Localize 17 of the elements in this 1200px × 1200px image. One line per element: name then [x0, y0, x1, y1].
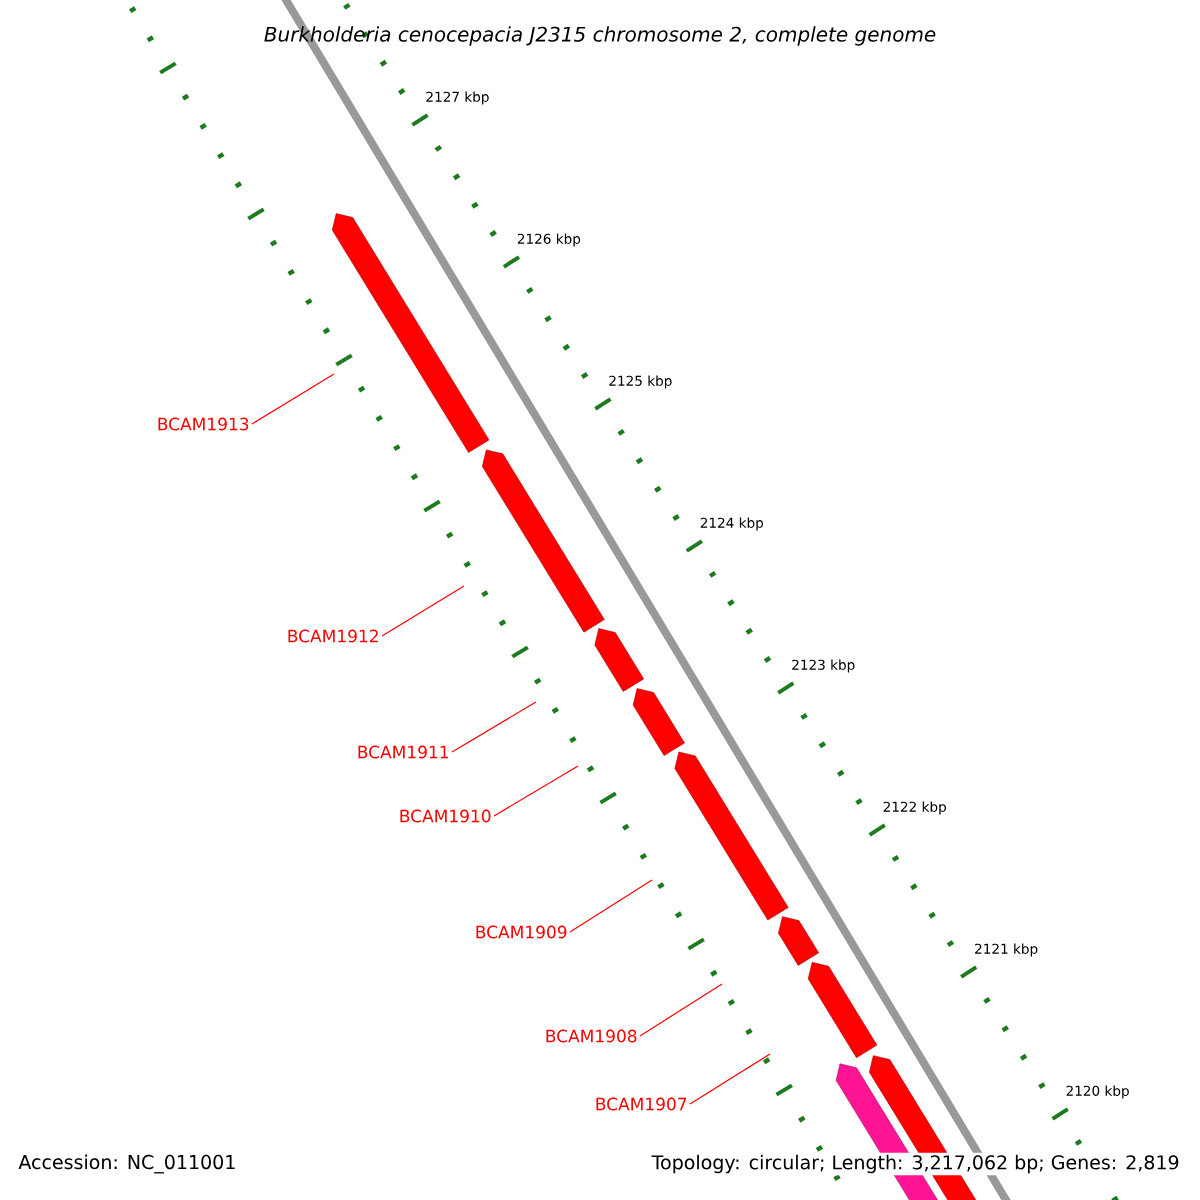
- gene-label: BCAM1909: [476, 925, 567, 939]
- title: Burkholderia cenocepacia J2315 chromosome 2, complete genome: [264, 26, 936, 46]
- gene-label: BCAM1907: [596, 1097, 687, 1111]
- gene-label: BCAM1908: [546, 1029, 637, 1043]
- gene-label: BCAM1910: [400, 809, 491, 823]
- leader-line: [689, 1053, 771, 1105]
- leader-line: [569, 879, 653, 933]
- leader-line: [251, 373, 335, 425]
- gene-label: BCAM1912: [288, 629, 378, 643]
- leader-line: [451, 701, 537, 753]
- gene-label: BCAM1911: [358, 745, 449, 759]
- summary-text: Topology: circular; Length: 3,217,062 bp; Genes: 2,819: [649, 1152, 1182, 1176]
- accession-text: Accession: NC_011001: [18, 1154, 235, 1174]
- leader-line: [639, 983, 723, 1037]
- leader-line: [381, 585, 465, 637]
- leader-line: [493, 765, 579, 817]
- gene-label: BCAM1913: [158, 417, 249, 431]
